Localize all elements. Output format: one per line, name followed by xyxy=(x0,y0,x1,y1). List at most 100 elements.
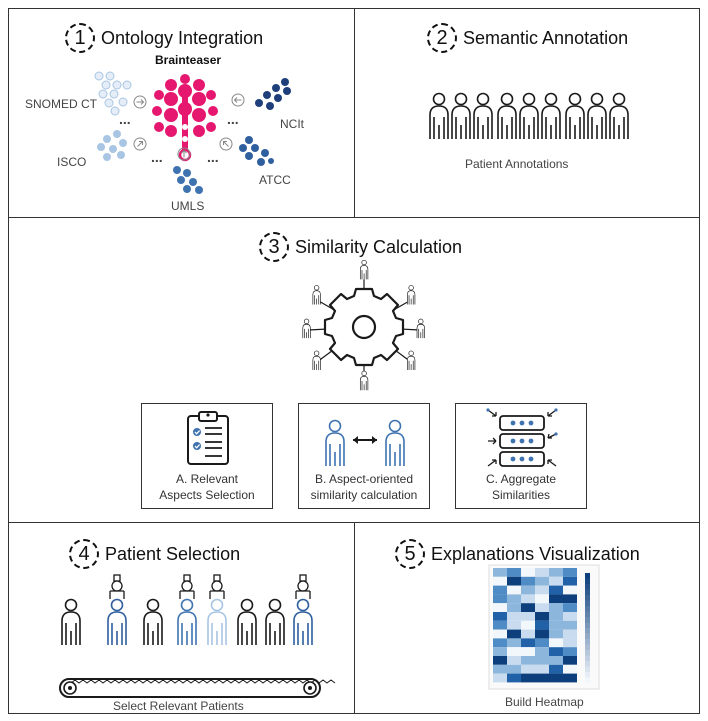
heatmap-cell xyxy=(549,612,563,621)
ontology-label-umls: UMLS xyxy=(171,199,205,213)
step-title-ontology-integration: Ontology Integration xyxy=(101,27,264,48)
ontology-label-isco: ISCO xyxy=(57,155,87,169)
heatmap-cell xyxy=(507,647,521,656)
heatmap-cell xyxy=(507,638,521,648)
box-b-caption-line1: B. Aspect-oriented xyxy=(314,472,414,486)
heatmap-cell xyxy=(521,629,535,639)
step-title-patient-selection: Patient Selection xyxy=(105,543,241,564)
select-relevant-patients-caption: Select Relevant Patients xyxy=(113,699,244,713)
heatmap-colorbar-segment xyxy=(585,628,590,634)
heatmap-colorbar-segment xyxy=(585,661,590,667)
heatmap-cell xyxy=(549,594,563,604)
box-aspect-oriented-similarity: B. Aspect-oriented similarity calculatio… xyxy=(298,403,430,509)
heatmap-cell xyxy=(521,576,535,586)
ellipsis-3: ... xyxy=(151,149,163,165)
brainteaser-logo-icon xyxy=(152,74,218,162)
heatmap-thumbnail xyxy=(488,564,600,690)
panel-semantic-annotation: 2 Semantic Annotation Patient Annotation… xyxy=(354,8,700,218)
heatmap-cell xyxy=(507,603,521,612)
ontology-label-atcc: ATCC xyxy=(259,173,291,187)
heatmap-cell xyxy=(549,629,563,639)
heatmap-cell xyxy=(507,620,521,630)
step-number-5: 5 xyxy=(395,539,425,569)
heatmap-cell xyxy=(549,576,563,586)
ellipsis-4: ... xyxy=(207,149,219,165)
heatmap-cell xyxy=(507,568,521,577)
heatmap-cell xyxy=(493,647,507,656)
step-title-similarity-calculation: Similarity Calculation xyxy=(295,236,463,257)
heatmap-cell xyxy=(493,594,507,604)
heatmap-cell xyxy=(563,576,577,586)
heatmap-cell xyxy=(507,664,521,674)
heatmap-cell xyxy=(535,594,549,604)
heatmap-cell xyxy=(549,656,563,665)
brainteaser-label: Brainteaser xyxy=(155,53,222,67)
heatmap-cell xyxy=(563,647,577,656)
heatmap-colorbar-segment xyxy=(585,622,590,629)
heatmap-cell xyxy=(521,585,535,595)
heatmap-cell xyxy=(493,638,507,648)
build-heatmap-caption: Build Heatmap xyxy=(505,695,584,709)
heatmap-cell xyxy=(549,603,563,612)
heatmap-cell xyxy=(563,656,577,665)
heatmap-cell xyxy=(535,638,549,648)
heatmap-cell xyxy=(535,576,549,586)
patient-pair-compare-icon xyxy=(325,419,405,467)
heatmap-colorbar-segment xyxy=(585,650,590,656)
ellipsis-1: ... xyxy=(119,111,131,127)
panel-patient-selection: 4 Patient Selection Select Relevant Pati… xyxy=(8,522,355,714)
heatmap-cell xyxy=(507,656,521,665)
box-c-caption-line1: C. Aggregate xyxy=(485,472,557,486)
heatmap-cell xyxy=(507,673,521,683)
conveyor-selection-icon xyxy=(61,574,313,646)
heatmap-cell xyxy=(563,638,577,648)
heatmap-cell xyxy=(563,664,577,674)
step-title-explanations-visualization: Explanations Visualization xyxy=(431,543,640,564)
box-a-caption-line2: Aspects Selection xyxy=(159,488,255,502)
heatmap-cell xyxy=(507,594,521,604)
panel-ontology-integration: 1 Ontology Integration Brainteaser xyxy=(8,8,355,218)
heatmap-colorbar-segment xyxy=(585,655,590,662)
arrow-up-right-icon xyxy=(133,137,147,151)
heatmap-colorbar-segment xyxy=(585,573,590,579)
heatmap-cell xyxy=(549,568,563,577)
heatmap-cell xyxy=(493,629,507,639)
box-aspects-selection: A. Relevant Aspects Selection xyxy=(141,403,273,509)
heatmap-cell xyxy=(535,673,549,683)
umls-cluster-icon xyxy=(173,166,203,194)
step-number-1: 1 xyxy=(65,23,95,53)
heatmap-cell xyxy=(507,585,521,595)
heatmap-cell xyxy=(549,585,563,595)
heatmap-cell xyxy=(493,656,507,665)
heatmap-cell xyxy=(563,620,577,630)
heatmap-cell xyxy=(493,568,507,577)
arrow-up-icon xyxy=(177,147,191,161)
ontology-label-ncit: NCIt xyxy=(280,117,304,131)
heatmap-cell xyxy=(521,664,535,674)
heatmap-cell xyxy=(493,620,507,630)
heatmap-cell xyxy=(563,673,577,683)
heatmap-colorbar-segment xyxy=(585,617,590,623)
heatmap-colorbar-segment xyxy=(585,595,590,601)
arrow-left-icon xyxy=(231,93,245,107)
heatmap-cell xyxy=(535,664,549,674)
heatmap-colorbar-segment xyxy=(585,672,590,678)
step-number-4: 4 xyxy=(69,539,99,569)
heatmap-cell xyxy=(535,629,549,639)
atcc-cluster-icon xyxy=(239,136,274,166)
heatmap-cell xyxy=(549,647,563,656)
heatmap-cell xyxy=(563,603,577,612)
heatmap-cell xyxy=(535,612,549,621)
heatmap-cell xyxy=(493,603,507,612)
step-3-header: 3 Similarity Calculation xyxy=(259,232,462,262)
step-4-header: 4 Patient Selection xyxy=(69,539,240,569)
step-title-semantic-annotation: Semantic Annotation xyxy=(463,27,629,48)
heatmap-colorbar-segment xyxy=(585,677,590,684)
heatmap-cell xyxy=(521,568,535,577)
heatmap-cell xyxy=(535,603,549,612)
heatmap-colorbar-segment xyxy=(585,639,590,645)
heatmap-cell xyxy=(521,638,535,648)
heatmap-cell xyxy=(521,612,535,621)
ncit-cluster-icon xyxy=(255,78,291,110)
heatmap-cell xyxy=(521,656,535,665)
